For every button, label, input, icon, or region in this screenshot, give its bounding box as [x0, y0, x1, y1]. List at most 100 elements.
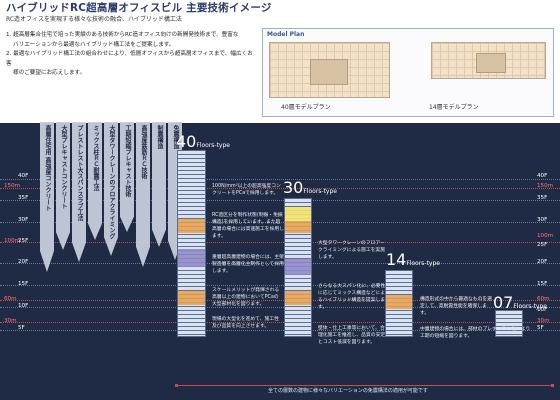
zone-blue	[285, 259, 311, 275]
building-14-floors	[385, 270, 413, 337]
floor-line	[0, 307, 560, 308]
floor-label: 40F	[18, 173, 29, 179]
tech-column: 制震構造	[152, 122, 166, 247]
height-label: 30m	[537, 318, 550, 324]
floor-line	[0, 222, 560, 223]
tech-column: 高強度鉄筋ＲＣ技術	[136, 122, 150, 267]
floors-40-label: 40Floors-type	[176, 132, 230, 151]
tech-label: 制震構造	[156, 125, 163, 149]
building-40-floors	[177, 150, 206, 337]
height-line	[0, 300, 560, 301]
tech-label: 高層住宅用 高強度コンクリート	[44, 125, 51, 212]
tech-label: 免震構造	[172, 125, 179, 149]
range-marker	[551, 384, 554, 387]
tech-column: ミックス柱ＲＣ耐震工法	[88, 122, 102, 240]
tech-label: 大型プレキャストコンクリート	[60, 125, 67, 209]
floor-label: 10F	[537, 307, 548, 313]
note-text: 中層建物の場合には、部材のプレキャスト化により工期の短縮を図ります。	[420, 327, 531, 339]
floors-30-suffix: Floors-type	[303, 188, 337, 195]
height-label: 100m	[4, 238, 21, 244]
zone-orange	[178, 219, 205, 233]
height-label: 150m	[537, 183, 554, 189]
page-title: ハイブリッドRC超高層オフィスビル 主要技術イメージ	[6, 2, 272, 14]
note-text: 100N/mm²以上の超高強度コンクリートをPCaで採用します。	[212, 184, 281, 196]
note-text: RC造区分を制作状態(制振・免振構造)を採用しています。また超高層の場合には高速…	[212, 213, 284, 239]
floor-line	[0, 285, 560, 286]
intro-line-4: 様のご要望にお応えします。	[13, 70, 86, 76]
zone-orange	[285, 221, 311, 233]
model-plan-box: Model Plan 40層モデルプラン 14層モデルプラン	[262, 28, 554, 117]
note-text: スケールメリットが発揮される高層以上の建物においてPCaの大型部材化を図ります。	[212, 288, 280, 307]
note-text: 現場の大型化を進めて、施工性及び品質を向上させます。	[212, 317, 279, 329]
page-subtitle: RC造オフィスを実現する様々な技術の融合、ハイブリッド構工法	[6, 16, 182, 23]
floor-line	[0, 200, 560, 201]
tech-label: プレストレスト大スパンスラブ工法	[76, 125, 83, 221]
zone-yellow	[285, 207, 311, 221]
floor-label: 40F	[537, 173, 548, 179]
floors-40-suffix: Floors-type	[196, 142, 230, 149]
tech-column: 大型プレキャストコンクリート	[56, 122, 70, 250]
intro-line-1: 1. 超高層集合住宅で培った実績のある技術からRC造オフィス向けの新開発技術まで…	[6, 32, 239, 38]
floor-label: 35F	[537, 195, 548, 201]
tech-column: 高層住宅用 高強度コンクリート	[40, 122, 54, 272]
floor-label: 35F	[18, 195, 29, 201]
floors-14-suffix: Floors-type	[406, 260, 440, 267]
floors-07-suffix: Floors-type	[513, 303, 547, 310]
height-line	[0, 242, 560, 243]
floor-label: 30F	[18, 217, 29, 223]
tech-label: 高強度鉄筋ＲＣ技術	[140, 125, 147, 179]
floor-label: 20F	[18, 259, 29, 265]
plan-core	[476, 53, 506, 73]
height-label: 150m	[4, 183, 21, 189]
height-label: 60m	[537, 296, 550, 302]
floor-label: 15F	[537, 281, 548, 287]
plan-14-floor	[431, 42, 546, 79]
plan-14-caption: 14層モデルプラン	[429, 104, 479, 111]
floor-label: 30F	[537, 217, 548, 223]
zone-orange	[178, 291, 205, 305]
intro-line-2: バリエーションから最適なハイブリッド構工法をご提案します。	[13, 41, 175, 48]
floors-14-label: 14Floors-type	[386, 250, 440, 269]
floor-line	[0, 330, 560, 331]
height-line	[0, 322, 560, 323]
floor-line	[0, 179, 560, 180]
floor-label: 5F	[537, 325, 544, 331]
plan-core	[310, 59, 348, 85]
note-text: 重層超高層建物の場合には、主架製造層を高層化主制作として採用します。	[212, 255, 284, 274]
note-text: 壁体・仕上工事等において、合理化施工を推進し、品質の安定とコスト低減を図ります。	[318, 326, 386, 345]
building-30-floors	[284, 198, 312, 337]
floor-label: 25F	[18, 238, 29, 244]
tech-column: プレストレスト大スパンスラブ工法	[72, 122, 86, 262]
tech-column: 工期短縮プレキャスト技術	[120, 122, 134, 232]
zone-orange	[386, 295, 412, 309]
note-text: さらなる大スパン化に、必要性に応じてミックス構造などによるハイブリッド構造を提案…	[318, 284, 386, 310]
bottom-note: 全ての層数の建物に様々なバリエーションの免震構法の適用が可能です	[268, 388, 428, 394]
floors-40-number: 40	[176, 132, 197, 151]
tech-label: 大型タワークレーンのフロアクライミング	[108, 125, 115, 239]
height-label: 60m	[4, 296, 17, 302]
tech-column: 大型タワークレーンのフロアクライミング	[104, 122, 118, 256]
floor-label: 10F	[18, 303, 29, 309]
note-text: 大型タワークレーンのフロアークライミングによる施工を実施します。	[318, 241, 386, 260]
height-label: 100m	[537, 233, 554, 239]
tech-label: ミックス柱ＲＣ耐震工法	[92, 125, 99, 191]
floors-30-label: 30Floors-type	[283, 178, 337, 197]
building-07-floors	[495, 310, 523, 337]
zone-blue	[178, 249, 205, 267]
floor-label: 15F	[18, 281, 29, 287]
floors-30-number: 30	[283, 178, 304, 197]
floor-label: 5F	[18, 325, 25, 331]
floor-label: 25F	[537, 242, 548, 248]
model-plan-label: Model Plan	[267, 31, 305, 38]
plan-40-floor	[269, 42, 390, 98]
intro-line-3: 2. 最適なハイブリッド構工法の組合わせにより、低層オフィスから超高層オフィスま…	[6, 51, 253, 67]
floors-07-label: 07Floors-type	[493, 293, 547, 312]
plan-40-caption: 40層モデルプラン	[281, 104, 331, 111]
floor-label: 20F	[537, 259, 548, 265]
height-line	[0, 188, 560, 189]
range-marker	[175, 384, 178, 387]
zone-orange	[285, 291, 311, 305]
height-label: 30m	[4, 318, 17, 324]
tech-label: 工期短縮プレキャスト技術	[124, 125, 131, 197]
floor-line	[0, 263, 560, 264]
